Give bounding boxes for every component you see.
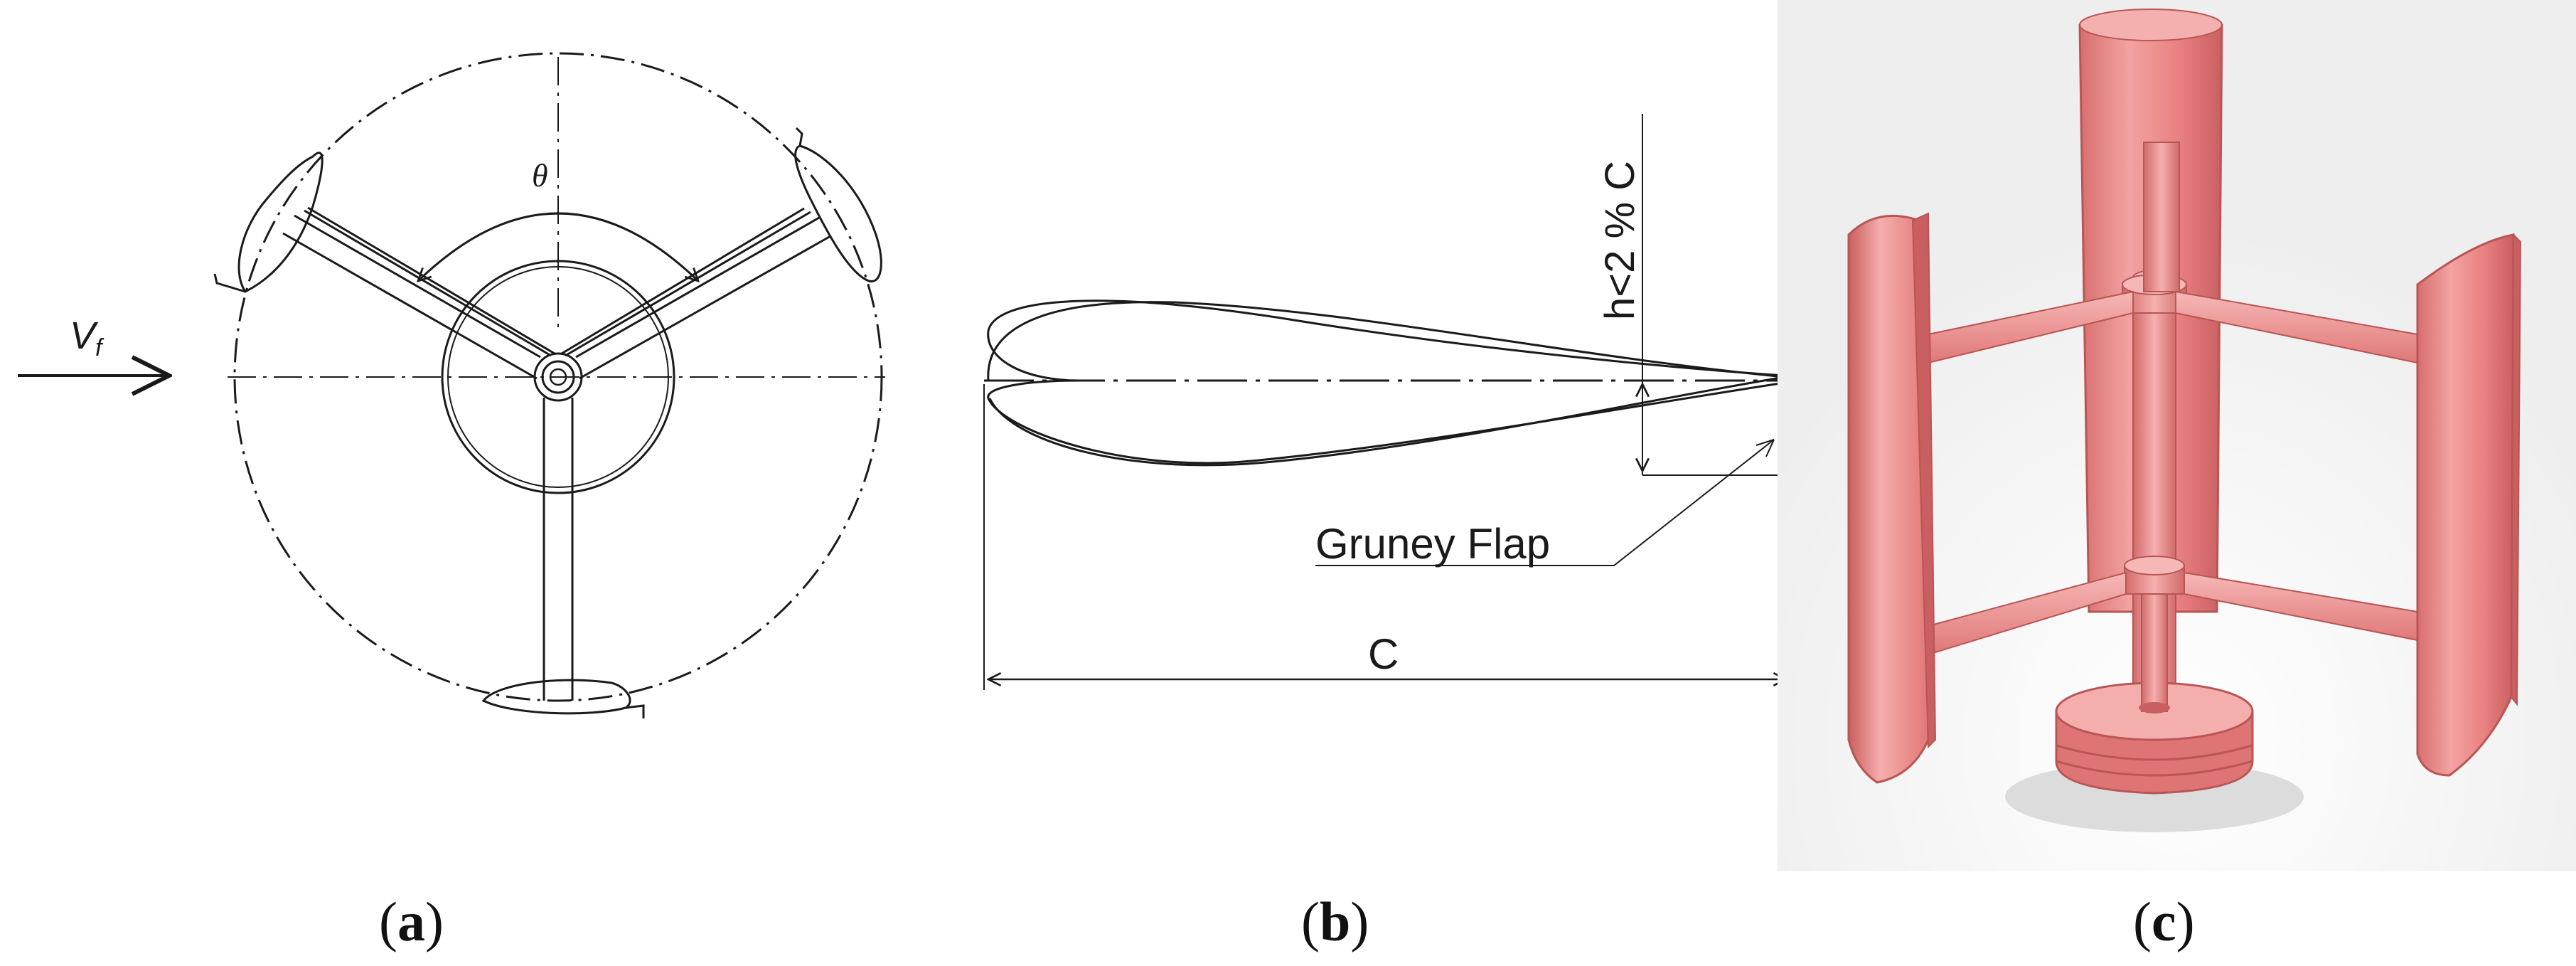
flap-leader-line [1315,439,1775,566]
hub-outer-circle [441,260,675,494]
caption-a: (a) [379,891,444,952]
blade-left-edge [1911,212,1937,749]
velocity-subscript: f [95,334,105,361]
height-label: h<2 % C [1597,161,1643,320]
caption-c: (c) [2133,891,2195,952]
panel-a-rotor-diagram: θ Vf (a) [18,52,885,952]
shaft-lower [2141,593,2168,712]
chord-label: C [1368,630,1399,678]
flap-label: Gruney Flap [1315,520,1550,568]
lower-hub-top [2124,556,2185,575]
theta-label: θ [532,157,548,193]
airfoil-profile [987,299,1786,465]
airfoil-outline [987,301,1785,467]
arm-bottom [543,398,574,701]
theta-angle-arc [418,212,698,281]
blade-left-flap [213,273,246,293]
blade-bottom [481,679,631,715]
blade-back-top [2079,9,2223,41]
blade-left [237,152,324,293]
blade-right-flap [795,127,803,147]
arm-left-edge-a [282,232,538,380]
caption-b: (b) [1301,891,1369,952]
blade-right-edge [2510,233,2522,706]
blade-bottom-flap [625,704,645,718]
blade-right [794,144,882,282]
velocity-label: Vf [70,314,105,361]
base-plate-line-1 [2056,744,2253,761]
panel-c-turbine-render: (c) [1778,0,2576,952]
shaft-base-cap [2139,702,2170,713]
blade-right-3d [2416,233,2515,777]
blade-left-3d [1847,214,1930,784]
arm-left-edge-b [304,209,552,357]
arm-right-edge-a [579,235,831,380]
panel-b-airfoil-diagram: h<2 % C C Gruney Flap (b) [983,114,1792,952]
shaft-inner [549,368,567,386]
hub-inner-circle [447,266,669,488]
flap-leader-arrow [1755,439,1775,457]
arm-back-upper [2143,142,2180,292]
base-plate-line-2 [2056,760,2253,777]
arm-right-edge-b [565,211,811,357]
shaft-mid [541,360,575,394]
